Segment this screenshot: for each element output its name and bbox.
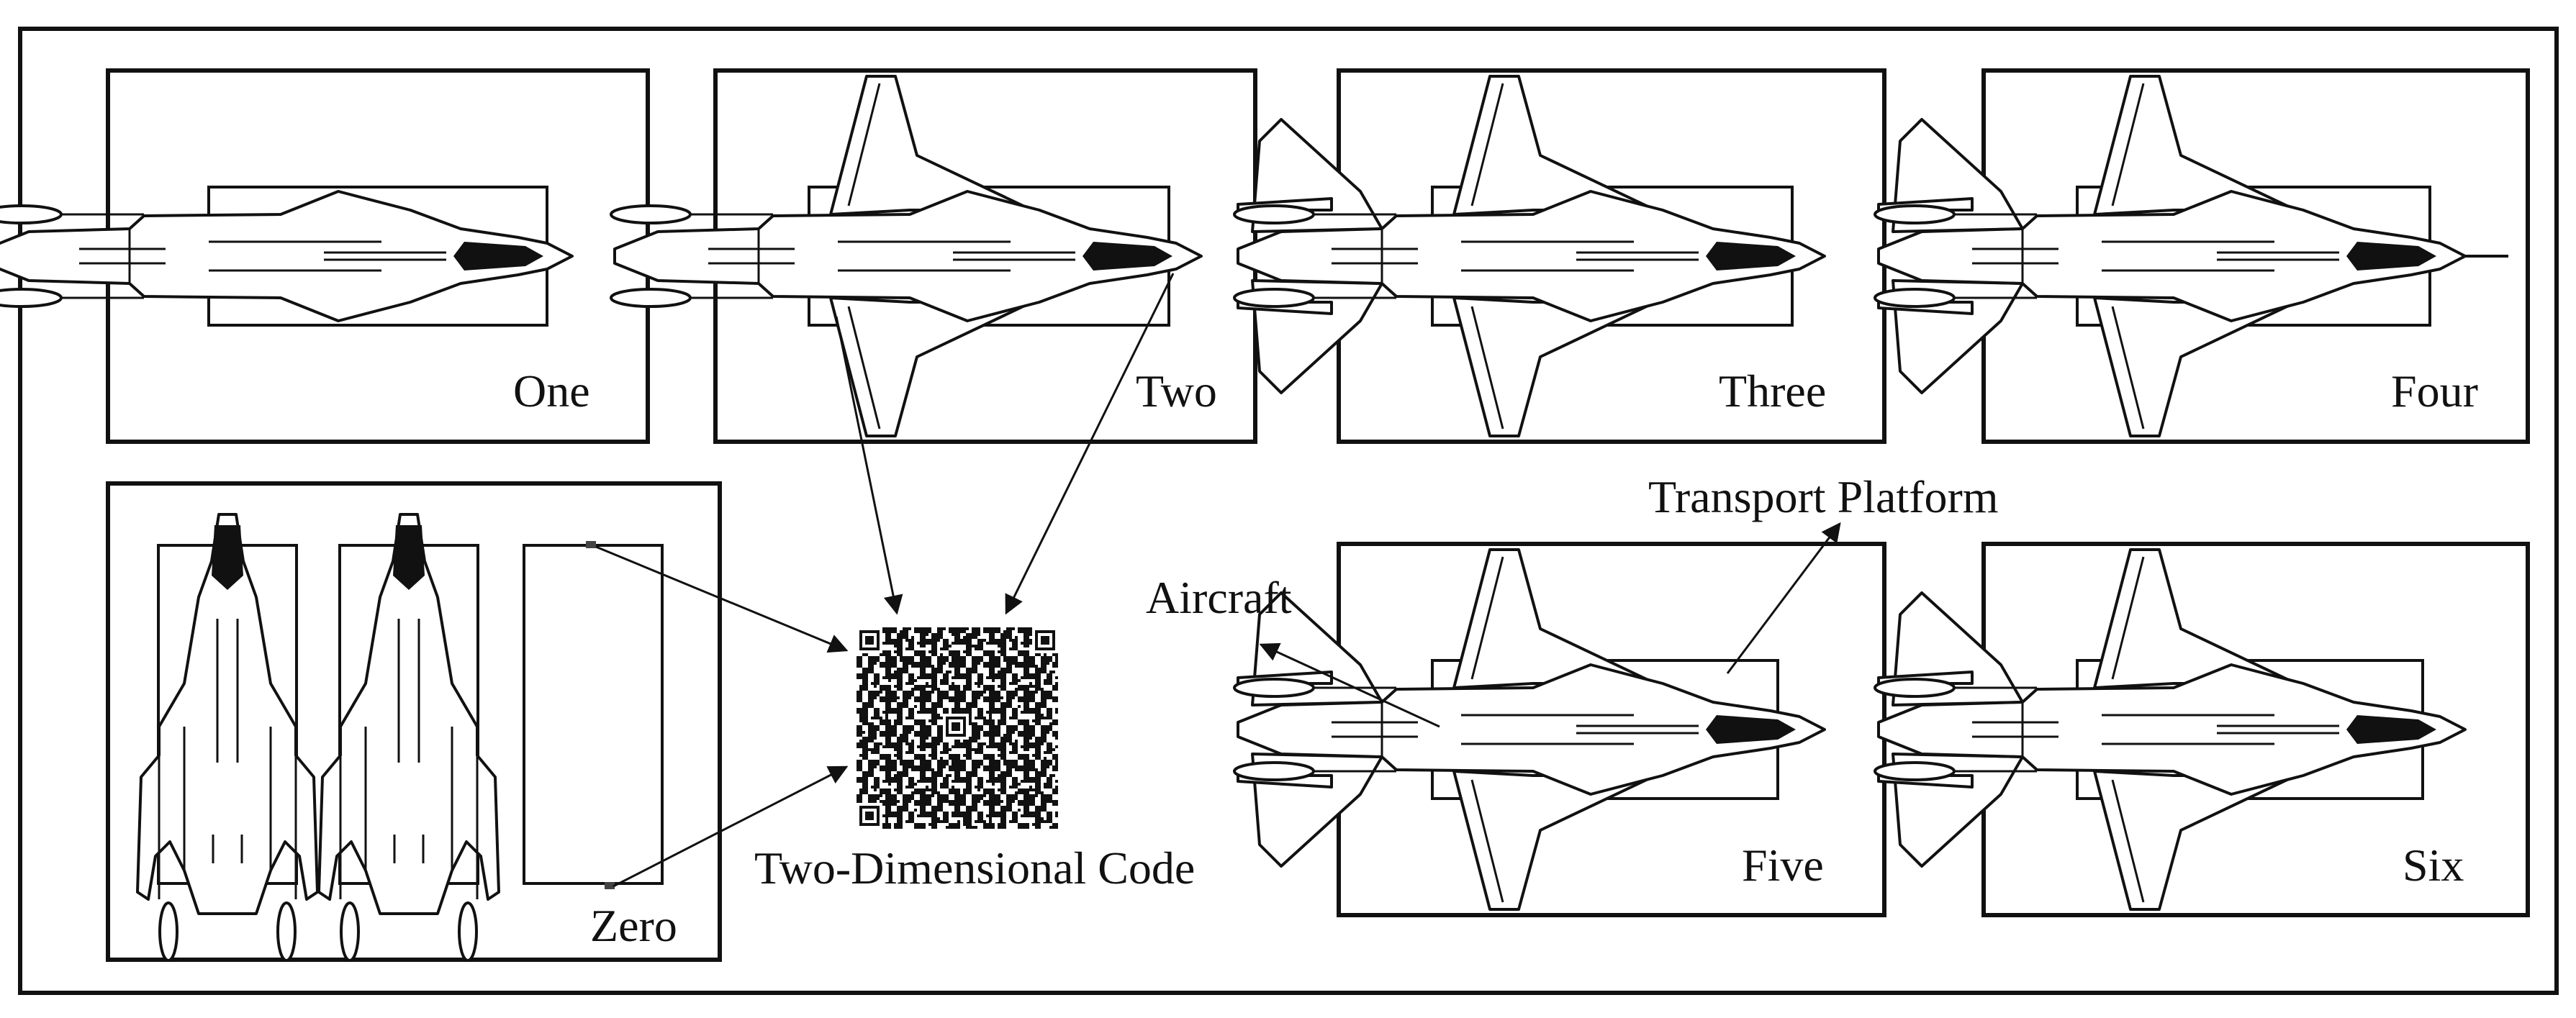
panel-label-five: Five <box>1742 840 1824 891</box>
arrow-to-aircraft-label <box>1259 642 1440 728</box>
panel-two: Two <box>610 68 1257 444</box>
panel-one: One <box>0 68 650 444</box>
panel-label-four: Four <box>2391 365 2478 417</box>
arrow-zero-top-to-qr <box>595 545 849 653</box>
transport-platform-label: Transport Platform <box>1648 471 1999 522</box>
qr-code-label: Two-Dimensional Code <box>754 842 1195 894</box>
panel-three: Three <box>1233 68 1886 444</box>
qr-code <box>857 627 1058 829</box>
qr-marker-top <box>586 541 596 548</box>
panel-six: Six <box>1874 542 2530 917</box>
arrow-to-platform-label <box>1726 522 1841 674</box>
panel-label-one: One <box>513 365 590 417</box>
panel-label-three: Three <box>1719 365 1826 417</box>
panel-label-two: Two <box>1136 365 1217 417</box>
panel-label-zero: Zero <box>590 900 677 951</box>
panel-zero: Zero <box>106 481 722 962</box>
arrow-zero-bottom-to-qr <box>613 765 849 888</box>
aircraft-with-probe <box>1874 75 2508 437</box>
arrow-two-nose-to-qr <box>1005 273 1175 615</box>
panel-label-six: Six <box>2403 840 2464 891</box>
panel-five: Five <box>1233 542 1886 917</box>
qr-marker-bottom <box>605 882 615 889</box>
pointer-arrows <box>595 273 1841 888</box>
aircraft-label: Aircraft <box>1146 572 1292 623</box>
outer-frame <box>18 27 2559 995</box>
panel-four: Four <box>1874 68 2530 444</box>
arrow-two-tail-to-qr <box>835 316 903 615</box>
